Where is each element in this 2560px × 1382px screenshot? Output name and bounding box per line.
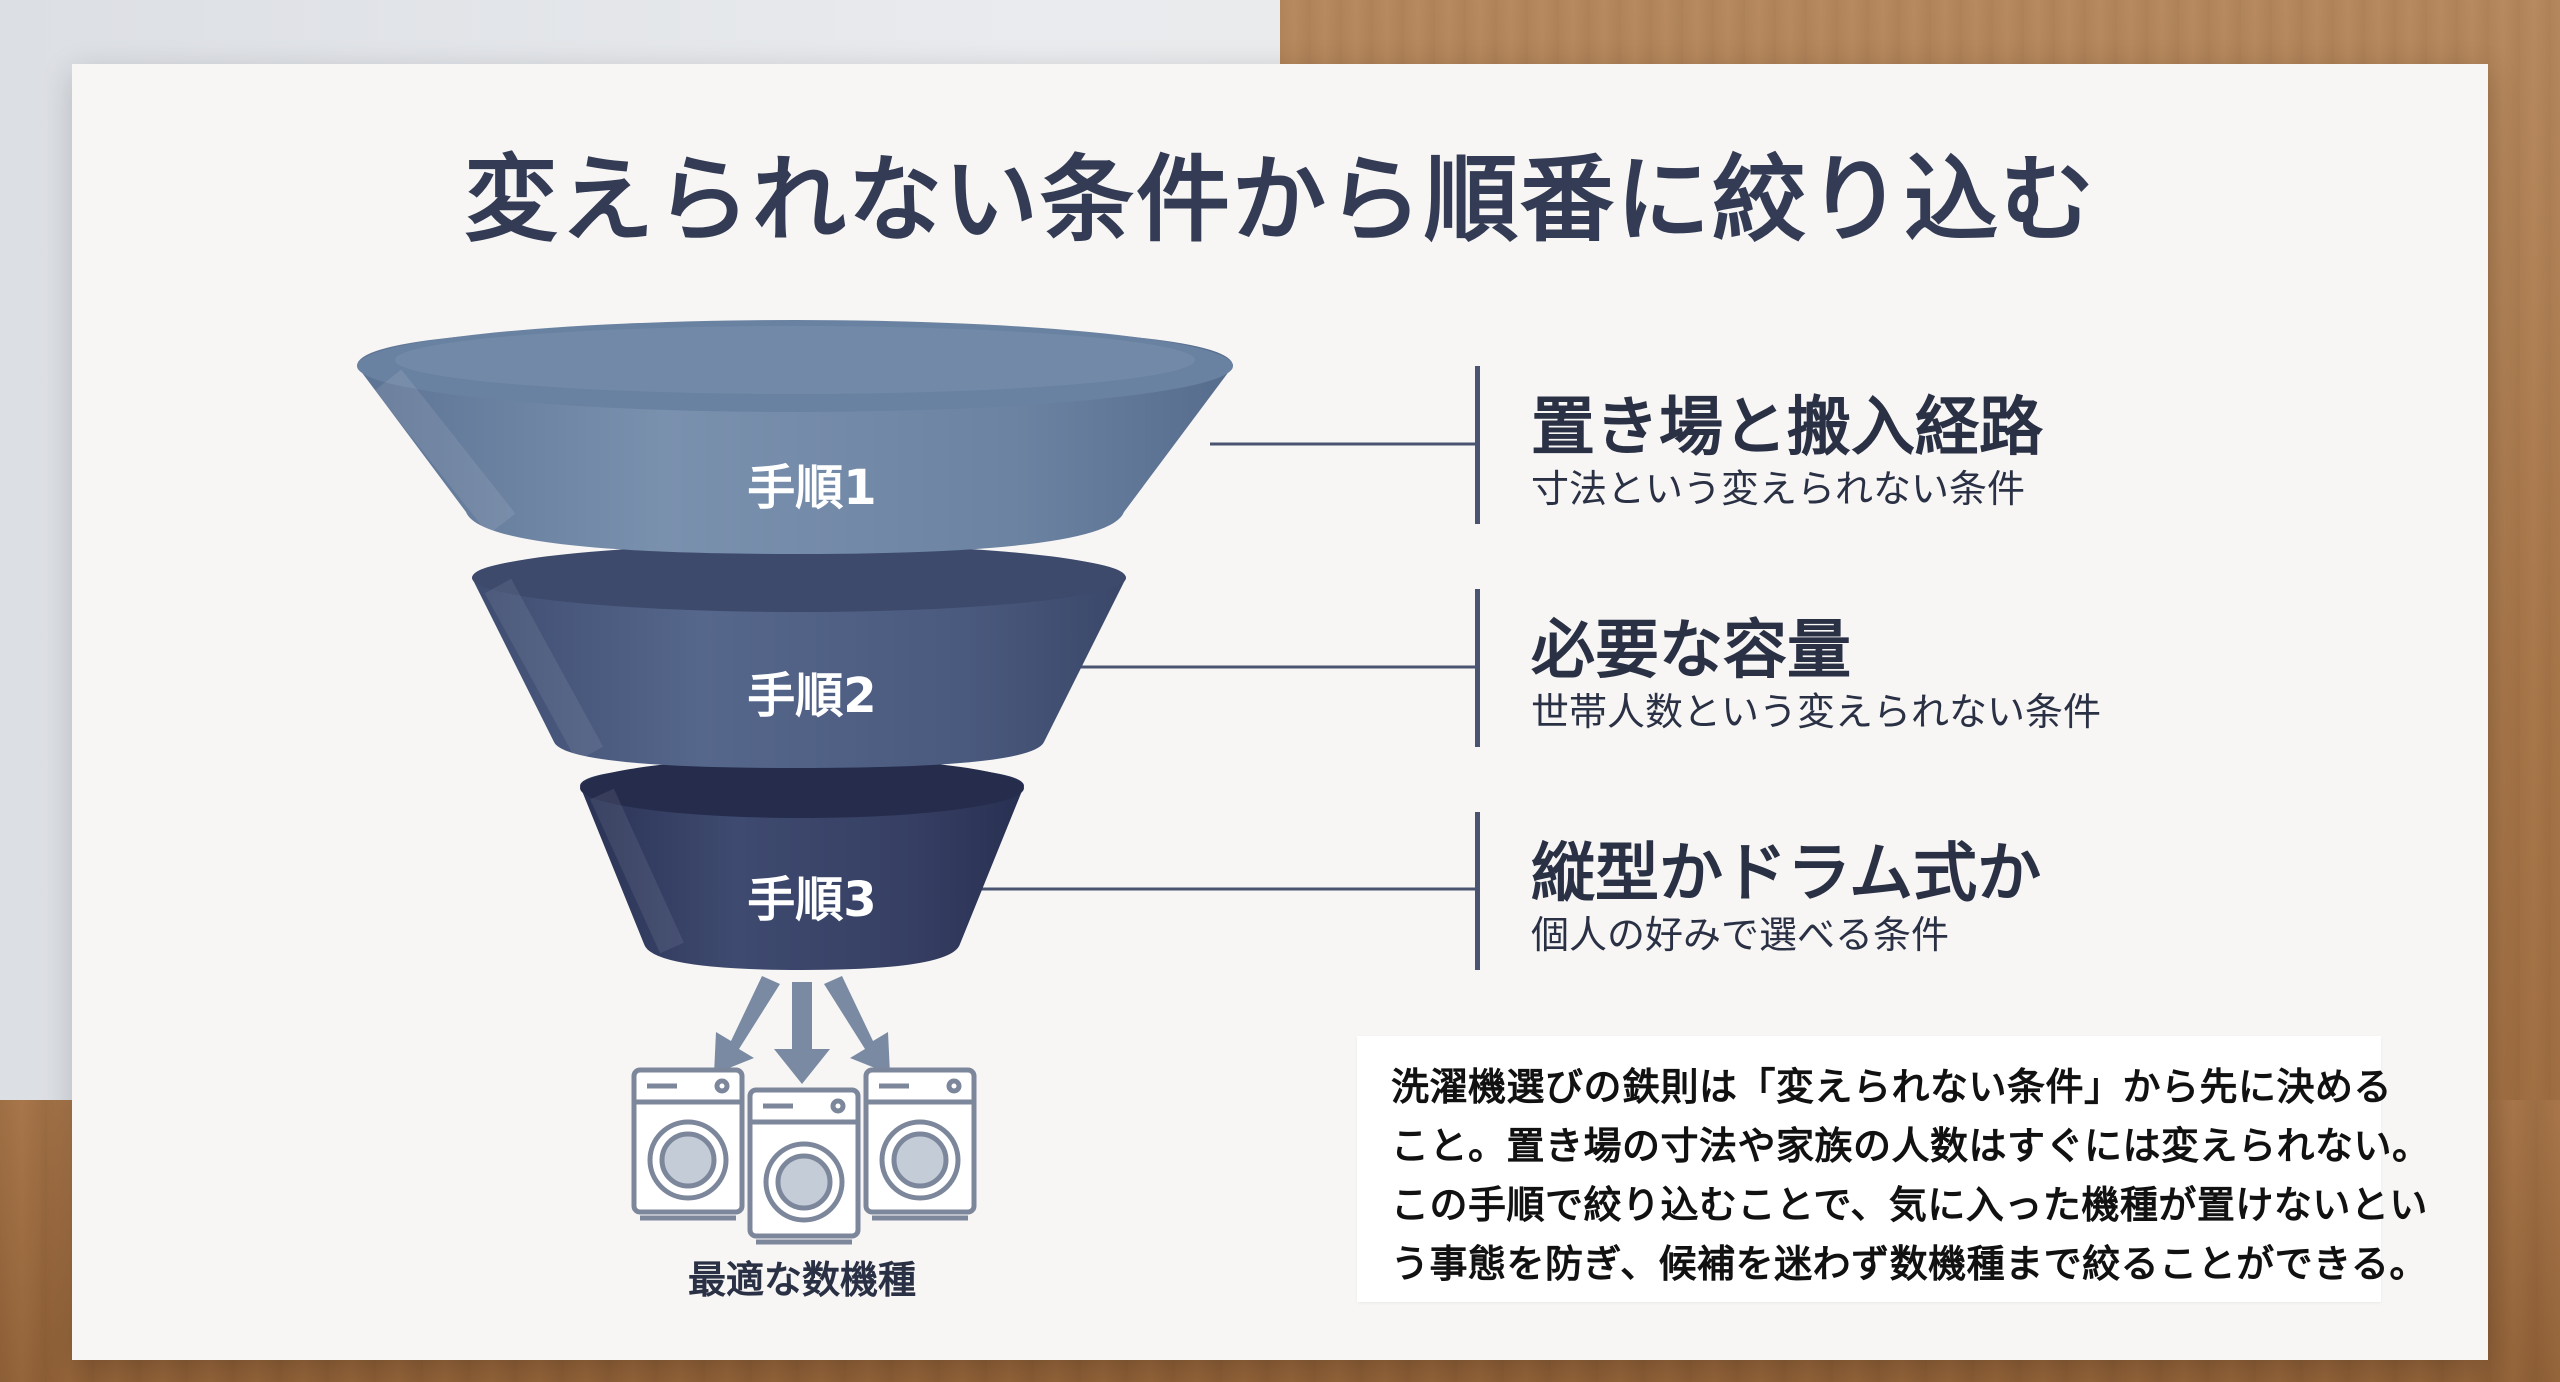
step-divider [1475,589,1480,747]
funnel-tier-label-3: 手順3 [747,872,876,928]
step-1: 置き場と搬入経路 寸法という変えられない条件 [1475,366,2175,524]
step-divider [1475,812,1480,970]
washing-machine-icon [631,1067,745,1221]
slide-title: 変えられない条件から順番に絞り込む [463,146,2096,255]
arrow-down-icon [774,982,830,1084]
step-heading: 置き場と搬入経路 [1531,391,2043,465]
step-divider [1475,366,1480,524]
funnel-tier-3 [580,758,1024,970]
step-3: 縦型かドラム式か 個人の好みで選べる条件 [1475,812,2175,970]
result-label: 最適な数機種 [687,1258,916,1302]
step-description: 世帯人数という変えられない条件 [1531,690,2102,734]
summary-note: 洗濯機選びの鉄則は「変えられない条件」から先に決める こと。置き場の寸法や家族の… [1357,1036,2431,1302]
funnel-tier-label-2: 手順2 [747,668,876,724]
funnel-diagram: 手順1 手順2 手順3 [357,320,1475,1245]
note-line: こと。置き場の寸法や家族の人数はすぐには変えられない。 [1391,1124,2431,1168]
step-description: 寸法という変えられない条件 [1531,467,2026,511]
arrow-right-icon [824,976,890,1074]
funnel-tier-label-1: 手順1 [747,460,876,516]
washing-machine-icon [747,1087,861,1245]
step-heading: 縦型かドラム式か [1531,837,2042,911]
washing-machine-icon [863,1067,977,1221]
funnel-tier-2 [472,544,1126,768]
arrow-left-icon [714,976,780,1074]
note-line: この手順で絞り込むことで、気に入った機種が置けないとい [1391,1183,2428,1227]
step-heading: 必要な容量 [1531,614,1851,688]
step-description: 個人の好みで選べる条件 [1531,913,1950,957]
funnel-tier-1 [357,320,1233,554]
step-2: 必要な容量 世帯人数という変えられない条件 [1475,589,2175,747]
note-line: 洗濯機選びの鉄則は「変えられない条件」から先に決める [1391,1065,2393,1109]
note-line: う事態を防ぎ、候補を迷わず数機種まで絞ることができる。 [1391,1242,2428,1286]
output-arrows [714,976,890,1084]
slide: 変えられない条件から順番に絞り込む [72,64,2488,1360]
